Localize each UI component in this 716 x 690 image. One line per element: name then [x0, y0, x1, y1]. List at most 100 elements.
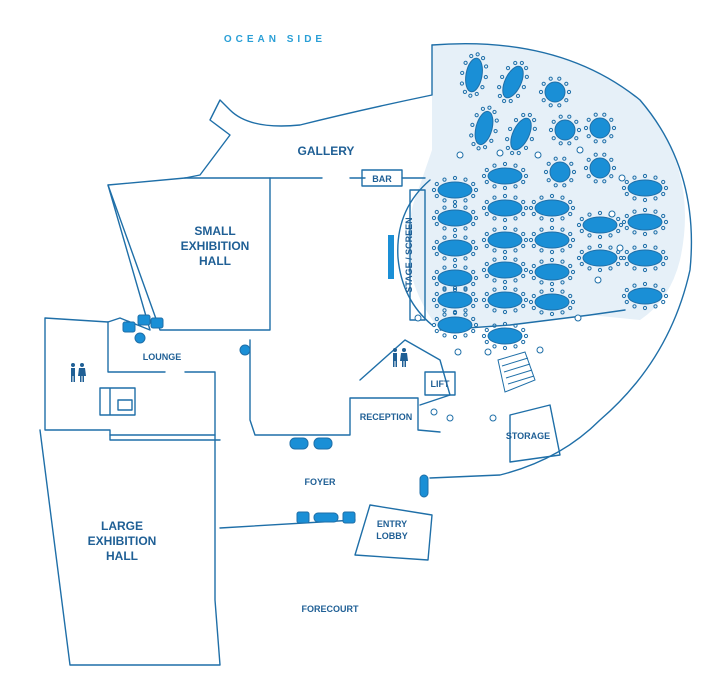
- chair: [480, 85, 485, 90]
- chair: [528, 237, 534, 243]
- chair: [521, 261, 526, 267]
- chair: [442, 287, 447, 292]
- chair: [484, 167, 489, 173]
- chair: [513, 227, 518, 232]
- chair: [484, 211, 489, 217]
- chair: [558, 114, 563, 119]
- banquet-tables: [431, 52, 669, 351]
- chair: [471, 269, 476, 275]
- chair: [567, 114, 572, 119]
- pillar: [618, 174, 626, 182]
- chair: [642, 281, 648, 287]
- chair: [471, 221, 476, 227]
- chair: [583, 125, 589, 131]
- chair: [434, 209, 439, 215]
- chair: [463, 205, 468, 210]
- banquet-table: [437, 269, 473, 287]
- chair: [663, 219, 669, 225]
- chair: [463, 198, 468, 203]
- chair: [608, 233, 613, 238]
- banquet-table: [534, 263, 570, 281]
- lounge-furniture: [122, 314, 251, 356]
- chair: [521, 84, 526, 90]
- chair: [434, 239, 439, 245]
- chair: [587, 266, 592, 271]
- chair: [505, 65, 511, 71]
- chair: [593, 179, 598, 184]
- chair: [587, 212, 592, 217]
- storage-room: [509, 404, 561, 463]
- reception-label: RECEPTION: [360, 412, 413, 422]
- chair: [539, 227, 544, 232]
- chair: [663, 255, 669, 261]
- pillar: [576, 146, 584, 154]
- chair: [579, 249, 584, 255]
- chair: [632, 283, 637, 288]
- chair: [471, 239, 476, 245]
- chair: [576, 255, 582, 261]
- chair: [571, 169, 577, 175]
- round-table: [589, 117, 611, 139]
- pillar: [484, 348, 492, 356]
- chair: [566, 89, 572, 95]
- chair: [471, 251, 476, 257]
- chair: [549, 225, 555, 231]
- chair: [661, 249, 666, 255]
- chair: [473, 322, 479, 328]
- chair: [502, 345, 508, 351]
- chair: [570, 205, 576, 211]
- chair: [442, 235, 447, 240]
- chair: [539, 195, 544, 200]
- chair: [471, 316, 476, 322]
- banquet-table: [487, 261, 523, 279]
- chair: [624, 213, 629, 219]
- banquet-table: [487, 327, 523, 345]
- banquet-table: [627, 287, 663, 305]
- chair: [502, 217, 508, 223]
- chair: [632, 209, 637, 214]
- chair: [549, 249, 555, 255]
- chair: [560, 310, 565, 315]
- chair: [632, 266, 637, 271]
- chair: [553, 156, 558, 161]
- chair: [492, 248, 497, 253]
- chair: [502, 321, 508, 327]
- pillar: [446, 414, 454, 422]
- chair: [463, 308, 468, 313]
- entry-lobby: [354, 504, 433, 561]
- chair: [523, 173, 529, 179]
- chair: [521, 167, 526, 173]
- chair: [523, 145, 529, 151]
- corridor-wall: [249, 339, 441, 436]
- chair: [492, 216, 497, 221]
- chair: [492, 195, 497, 200]
- chair: [484, 327, 489, 333]
- chair: [521, 179, 526, 185]
- chair: [463, 256, 468, 261]
- chair: [469, 53, 474, 59]
- chair: [597, 210, 603, 216]
- chair: [513, 287, 518, 292]
- chair: [560, 227, 565, 232]
- banquet-table: [437, 291, 473, 309]
- chair: [508, 126, 513, 132]
- chair: [539, 280, 544, 285]
- chair: [618, 222, 624, 228]
- banquet-table: [437, 316, 473, 334]
- entry-lobby-label-1: ENTRY: [377, 519, 407, 529]
- chair: [471, 303, 476, 309]
- chair: [505, 145, 510, 151]
- chair: [484, 179, 489, 185]
- chair: [442, 205, 447, 210]
- restroom-icon: [393, 348, 408, 367]
- chair: [546, 178, 551, 183]
- chair: [587, 245, 592, 250]
- chair: [562, 183, 567, 188]
- chair: [632, 304, 637, 309]
- chair: [632, 196, 637, 201]
- chair: [539, 289, 544, 294]
- chair: [502, 279, 508, 285]
- chair: [468, 93, 473, 98]
- lounge-area: [107, 321, 216, 436]
- chair: [551, 119, 556, 124]
